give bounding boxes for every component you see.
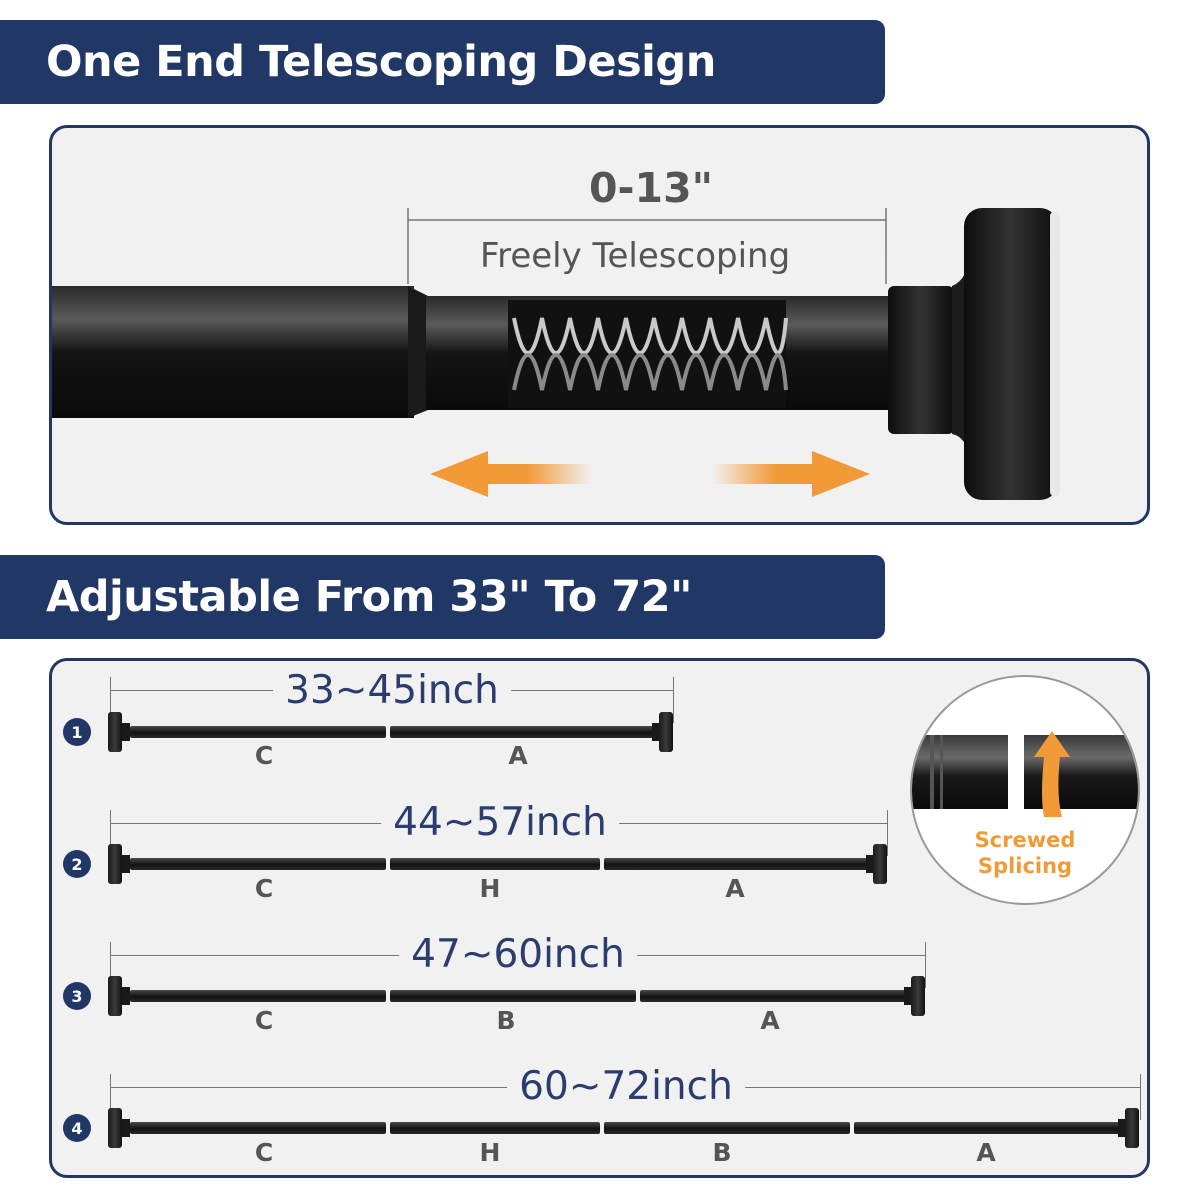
rod-end-neck [904,987,912,1005]
arrow-right-icon [712,451,870,497]
rod-end-neck [122,987,130,1005]
rod-end-neck [122,723,130,741]
dimension-tick [110,677,111,723]
length-range-label: 33~45inch [273,669,511,713]
section-title-telescoping: One End Telescoping Design [0,20,885,104]
rod-end-cap [659,712,673,752]
section-title-text: Adjustable From 33" To 72" [46,572,692,622]
telescoping-panel: 0-13" Freely Telescoping [49,125,1150,525]
segment-label: C [254,741,274,770]
segment-label: A [976,1138,996,1167]
inset-label-line2: Splicing [977,854,1073,878]
rod-end-neck [652,723,660,741]
dimension-tick [673,677,674,723]
config-number-badge: 1 [63,718,91,746]
segment-label: H [479,1138,501,1167]
rod-end-neck [1118,1119,1126,1137]
section-title-adjustable: Adjustable From 33" To 72" [0,555,885,639]
telescoping-rod-illustration [52,208,1060,500]
rod-end-neck [122,1119,130,1137]
rod-end-cap [108,976,122,1016]
rod-segment-b [390,990,636,1002]
dimension-tick [110,942,111,988]
rod-end-cap [873,844,887,884]
rod-segment-c [130,1122,386,1134]
segment-label: B [712,1138,732,1167]
rod-end-cap [108,1108,122,1148]
segment-label: A [760,1006,780,1035]
section-title-text: One End Telescoping Design [46,37,716,87]
splicing-detail-illustration [912,731,1138,817]
rod-segment-c [130,858,386,870]
arrow-left-icon [430,451,592,497]
rod-end-cap [911,976,925,1016]
rod-end-cap [1125,1108,1139,1148]
length-range-label: 44~57inch [381,801,619,845]
freely-telescoping-caption: Freely Telescoping [476,236,795,276]
rod-segment-c [130,726,386,738]
rod-segment-h [390,1122,600,1134]
spring-coils [512,317,788,391]
rod-segment-a [854,1122,1122,1134]
segment-label: C [254,1006,274,1035]
rod-segment-a [390,726,656,738]
dimension-tick [110,1074,111,1120]
telescoping-range-label: 0-13" [589,164,713,212]
config-number-badge: 2 [63,850,91,878]
segment-label: A [508,741,528,770]
length-range-label: 60~72inch [507,1065,745,1109]
segment-label: A [725,874,745,903]
rod-end-cap [108,844,122,884]
segment-label: C [254,874,274,903]
config-number-badge: 3 [63,982,91,1010]
dimension-tick [1140,1074,1141,1120]
segment-label: C [254,1138,274,1167]
rod-segment-h [390,858,600,870]
dimension-tick [925,942,926,988]
rod-segment-a [604,858,870,870]
screwed-splicing-inset: Screwed Splicing [910,675,1140,905]
rod-segment-b [604,1122,850,1134]
rod-segment-c [130,990,386,1002]
inset-label-line1: Screwed [974,828,1076,852]
rod-segment-a [640,990,908,1002]
screwed-splicing-label: Screwed Splicing [912,827,1138,879]
length-range-label: 47~60inch [399,933,637,977]
rod-end-neck [866,855,874,873]
rod-end-cap [108,712,122,752]
segment-label: H [479,874,501,903]
configurations-panel: 1 33~45inch C A 2 44~57inch C H A 3 [49,658,1150,1178]
config-number-badge: 4 [63,1114,91,1142]
dimension-tick [887,810,888,856]
dimension-tick [110,810,111,856]
rotate-arrow-icon [1034,731,1070,817]
segment-label: B [496,1006,516,1035]
rod-end-neck [122,855,130,873]
